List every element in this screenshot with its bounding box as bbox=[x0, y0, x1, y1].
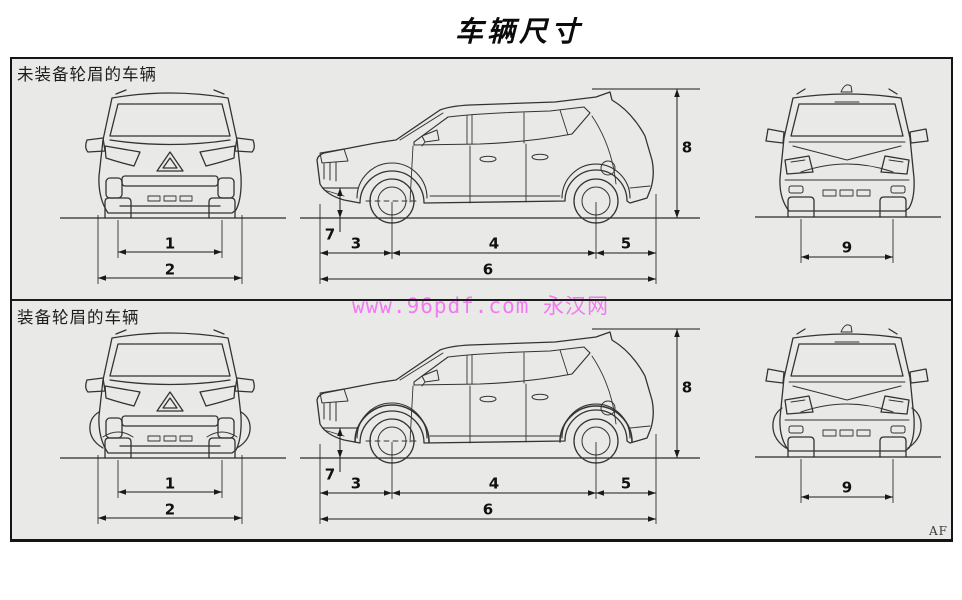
dim-label-wheelbase: 4 bbox=[488, 474, 500, 493]
side-dims-use bbox=[300, 89, 700, 284]
dimensions-panel: www.96pdf.com 永汉网 未装备轮眉的车辆 1 2 7 3 4 5 6… bbox=[10, 57, 953, 542]
dim-label-front-overhang: 3 bbox=[350, 234, 362, 253]
dim-label-overall-width: 2 bbox=[164, 500, 176, 519]
dim-label-overall-length: 6 bbox=[482, 500, 494, 519]
front-car-use bbox=[86, 90, 255, 218]
dim-label-overall-height: 8 bbox=[681, 378, 693, 397]
dim-label-wheelbase: 4 bbox=[488, 234, 500, 253]
rear-view-diagram-2: 9 bbox=[735, 318, 962, 533]
dim-label-front-overhang: 3 bbox=[350, 474, 362, 493]
side-car-use bbox=[317, 332, 653, 463]
side-car-use bbox=[317, 92, 653, 223]
side-view-svg bbox=[300, 76, 700, 291]
dim-label-ground-clearance: 7 bbox=[324, 225, 336, 244]
page-title: 车辆尺寸 bbox=[454, 15, 584, 48]
watermark-text: www.96pdf.com 永汉网 bbox=[352, 294, 610, 318]
front-view-diagram-1: 1 2 bbox=[58, 78, 288, 293]
front-view-diagram-2: 1 2 bbox=[58, 318, 288, 533]
dim-label-front-track: 1 bbox=[164, 474, 176, 493]
rear-view-svg bbox=[735, 78, 962, 293]
dim-label-rear-track: 9 bbox=[841, 478, 853, 497]
rear-view-svg bbox=[735, 318, 962, 533]
section-label-with-flares: 装备轮眉的车辆 bbox=[17, 308, 140, 327]
page-code: AF bbox=[929, 524, 948, 538]
section-divider bbox=[12, 299, 951, 301]
front-car-use bbox=[86, 330, 255, 458]
dim-label-rear-overhang: 5 bbox=[620, 474, 632, 493]
dim-label-overall-height: 8 bbox=[681, 138, 693, 157]
dim-label-rear-track: 9 bbox=[841, 238, 853, 257]
rear-car-use bbox=[766, 325, 928, 457]
side-view-svg bbox=[300, 316, 700, 531]
side-view-diagram-2: 7 3 4 5 6 8 bbox=[300, 316, 700, 531]
dim-label-overall-length: 6 bbox=[482, 260, 494, 279]
rear-view-diagram-1: 9 bbox=[735, 78, 962, 293]
dim-label-front-track: 1 bbox=[164, 234, 176, 253]
dim-label-ground-clearance: 7 bbox=[324, 465, 336, 484]
rear-car-use bbox=[766, 85, 928, 217]
side-view-diagram-1: 7 3 4 5 6 8 bbox=[300, 76, 700, 291]
dim-label-rear-overhang: 5 bbox=[620, 234, 632, 253]
dim-label-overall-width: 2 bbox=[164, 260, 176, 279]
side-dims-use bbox=[300, 329, 700, 524]
section-label-without-flares: 未装备轮眉的车辆 bbox=[17, 65, 157, 84]
